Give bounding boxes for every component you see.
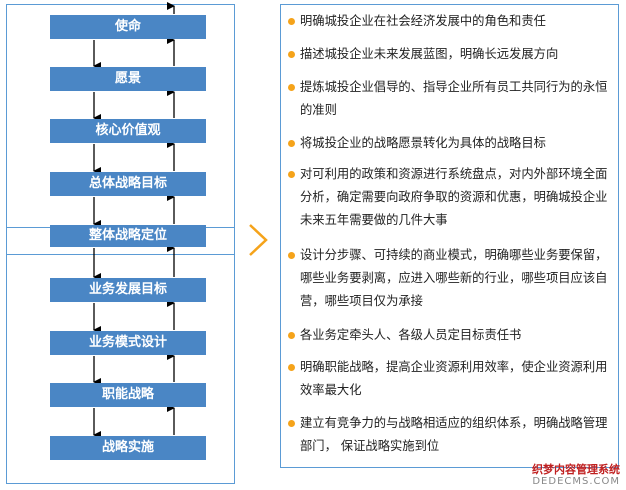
- chevron-right-icon: [249, 224, 268, 256]
- step-positioning: 整体战略定位: [50, 225, 206, 247]
- flow-arrows: [93, 2, 175, 439]
- list-item: 明确城投企业在社会经济发展中的角色和责任: [286, 10, 611, 33]
- bullet-icon: [288, 51, 295, 58]
- bullet-icon: [288, 171, 295, 178]
- list-item: 明确职能战略，提高企业资源利用效率，使企业资源利用效率最大化: [286, 356, 611, 402]
- step-core-values: 核心价值观: [50, 119, 206, 143]
- step-mission: 使命: [50, 15, 206, 39]
- bullet-icon: [288, 420, 295, 427]
- watermark: 织梦内容管理系统 DEDECMS.COM: [532, 463, 620, 488]
- bullet-icon: [288, 84, 295, 91]
- list-item: 建立有竞争力的与战略相适应的组织体系，明确战略管理部门， 保证战略实施到位: [286, 412, 611, 458]
- step-implementation: 战略实施: [50, 436, 206, 460]
- list-item: 对可利用的政策和资源进行系统盘点，对内外部环境全面分析，确定需要向政府争取的资源…: [286, 163, 611, 232]
- bullet-icon: [288, 364, 295, 371]
- description-panel: [280, 4, 619, 468]
- list-item: 提炼城投企业倡导的、指导企业所有员工共同行为的永恒的准则: [286, 76, 611, 122]
- step-vision: 愿景: [50, 67, 206, 91]
- bullet-icon: [288, 252, 295, 259]
- list-item: 设计分步骤、可持续的商业模式，明确哪些业务要保留，哪些业务要剥离，应进入哪些新的…: [286, 244, 611, 313]
- step-business-model: 业务模式设计: [50, 331, 206, 355]
- list-item: 描述城投企业未来发展蓝图，明确长远发展方向: [286, 43, 611, 66]
- step-business-goal: 业务发展目标: [50, 278, 206, 302]
- step-functional-strategy: 职能战略: [50, 383, 206, 407]
- bullet-icon: [288, 18, 295, 25]
- bullet-icon: [288, 140, 295, 147]
- list-item: 将城投企业的战略愿景转化为具体的战略目标: [286, 132, 611, 155]
- list-item: 各业务定牵头人、各级人员定目标责任书: [286, 324, 611, 347]
- step-overall-goal: 总体战略目标: [50, 172, 206, 196]
- bullet-icon: [288, 332, 295, 339]
